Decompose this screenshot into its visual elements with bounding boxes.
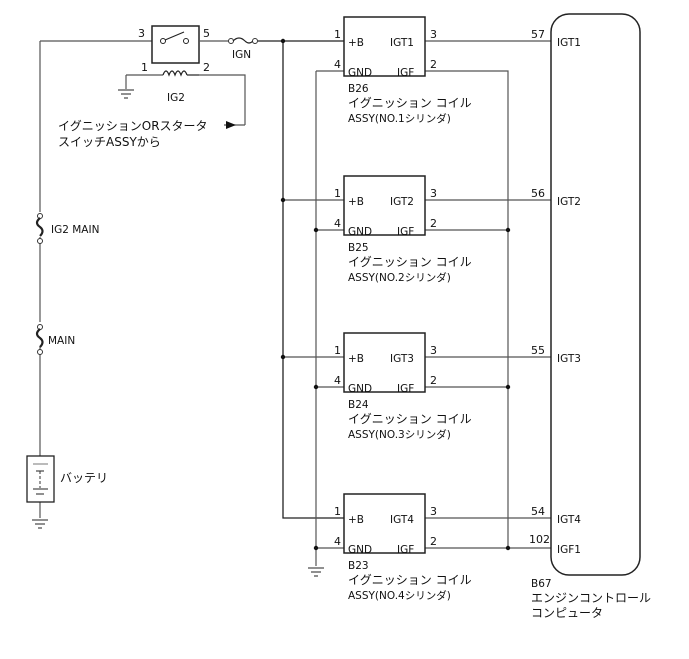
coil-terminal-b: +B bbox=[348, 514, 364, 526]
fuse-ign-icon bbox=[228, 37, 258, 44]
ecu-terminal-igt3: IGT3 bbox=[557, 353, 581, 365]
ecu-pin: 55 bbox=[531, 344, 545, 357]
battery-label: バッテリ bbox=[60, 471, 108, 485]
coil-terminal-igt: IGT3 bbox=[390, 353, 414, 365]
fuse-ign-label: IGN bbox=[232, 49, 251, 61]
coil-terminal-gnd: GND bbox=[348, 383, 372, 395]
relay-pin-2: 2 bbox=[203, 61, 210, 74]
coil-terminal-igt: IGT2 bbox=[390, 196, 414, 208]
arrow-icon bbox=[224, 121, 245, 129]
relay-pin-3: 3 bbox=[138, 27, 145, 40]
coil-name: イグニッション コイル bbox=[348, 412, 472, 426]
ecu-terminal-igf1: IGF1 bbox=[557, 544, 581, 556]
relay-name: IG2 bbox=[167, 92, 185, 104]
coil-terminal-b: +B bbox=[348, 37, 364, 49]
coil-terminal-igf: IGF bbox=[397, 67, 414, 79]
coil-pin-igt: 3 bbox=[430, 505, 437, 518]
coil-terminal-igf: IGF bbox=[397, 226, 414, 238]
coil-code: B24 bbox=[348, 399, 369, 411]
coil-code: B25 bbox=[348, 242, 369, 254]
coil-terminal-gnd: GND bbox=[348, 67, 372, 79]
fuse-ig2-main-label: IG2 MAIN bbox=[51, 224, 99, 236]
plus-b-bus bbox=[258, 40, 344, 519]
ecu-pin: 54 bbox=[531, 505, 545, 518]
ecu-box bbox=[550, 13, 641, 576]
ecu-pin: 56 bbox=[531, 187, 545, 200]
coil-terminal-b: +B bbox=[348, 353, 364, 365]
coil-terminal-igt: IGT1 bbox=[390, 37, 414, 49]
coil-pin-b: 1 bbox=[334, 344, 341, 357]
ecu-terminal-igt2: IGT2 bbox=[557, 196, 581, 208]
fuse-ig2-main-icon bbox=[35, 213, 44, 244]
gnd-bus bbox=[315, 70, 344, 566]
coil-pin-b: 1 bbox=[334, 505, 341, 518]
coil-pin-igt: 3 bbox=[430, 187, 437, 200]
coil-pin-gnd: 4 bbox=[334, 58, 341, 71]
coil-pin-gnd: 4 bbox=[334, 217, 341, 230]
coil-terminal-igt: IGT4 bbox=[390, 514, 414, 526]
coil-name: イグニッション コイル bbox=[348, 573, 472, 587]
ecu-pin: 57 bbox=[531, 28, 545, 41]
coil-name: イグニッション コイル bbox=[348, 96, 472, 110]
coil-box bbox=[343, 175, 426, 236]
coil-box bbox=[343, 16, 426, 77]
source-note-line1: イグニッションORスタータ bbox=[58, 119, 208, 133]
coil-name: イグニッション コイル bbox=[348, 255, 472, 269]
igf-bus bbox=[425, 70, 551, 549]
coil-terminal-igf: IGF bbox=[397, 383, 414, 395]
coil-pin-gnd: 4 bbox=[334, 535, 341, 548]
ecu-code: B67 bbox=[531, 578, 552, 590]
coil-pin-igf: 2 bbox=[430, 58, 437, 71]
coil-pin-b: 1 bbox=[334, 187, 341, 200]
coil-box bbox=[343, 332, 426, 393]
coil-terminal-gnd: GND bbox=[348, 226, 372, 238]
fuse-main-label: MAIN bbox=[48, 335, 75, 347]
igt-lines bbox=[425, 40, 551, 519]
source-note-line2: スイッチASSYから bbox=[58, 135, 161, 149]
plus-b-branches bbox=[283, 199, 344, 358]
relay-switch-icon bbox=[160, 31, 228, 44]
coil-pin-gnd: 4 bbox=[334, 374, 341, 387]
ecu-name-line1: エンジンコントロール bbox=[531, 591, 651, 605]
coil-sub: ASSY(NO.2シリンダ) bbox=[348, 271, 451, 284]
coil-pin-igf: 2 bbox=[430, 217, 437, 230]
coil-pin-igf: 2 bbox=[430, 535, 437, 548]
relay-coil-icon bbox=[126, 70, 246, 125]
coil-terminal-igf: IGF bbox=[397, 544, 414, 556]
battery-icon bbox=[26, 455, 55, 503]
relay-pin-5: 5 bbox=[203, 27, 210, 40]
coil-pin-igt: 3 bbox=[430, 344, 437, 357]
relay-pin-1: 1 bbox=[141, 61, 148, 74]
ecu-terminal-igt1: IGT1 bbox=[557, 37, 581, 49]
coil-sub: ASSY(NO.3シリンダ) bbox=[348, 428, 451, 441]
relay-ig2-box bbox=[151, 25, 200, 64]
ecu-terminal-igt4: IGT4 bbox=[557, 514, 581, 526]
coil-pin-igt: 3 bbox=[430, 28, 437, 41]
coil-pin-b: 1 bbox=[334, 28, 341, 41]
coil-box bbox=[343, 493, 426, 554]
ground-icon bbox=[32, 519, 48, 529]
ecu-pin-102: 102 bbox=[529, 533, 550, 546]
coil-terminal-b: +B bbox=[348, 196, 364, 208]
coil-terminal-gnd: GND bbox=[348, 544, 372, 556]
coil-code: B26 bbox=[348, 83, 369, 95]
coil-code: B23 bbox=[348, 560, 369, 572]
ecu-name-line2: コンピュータ bbox=[531, 606, 603, 620]
coil-sub: ASSY(NO.1シリンダ) bbox=[348, 112, 451, 125]
ground-icon bbox=[118, 89, 134, 99]
coil-sub: ASSY(NO.4シリンダ) bbox=[348, 589, 451, 602]
fuse-main-icon bbox=[35, 324, 44, 355]
main-feed-wire bbox=[39, 40, 152, 518]
ground-icon bbox=[308, 567, 324, 577]
coil-pin-igf: 2 bbox=[430, 374, 437, 387]
